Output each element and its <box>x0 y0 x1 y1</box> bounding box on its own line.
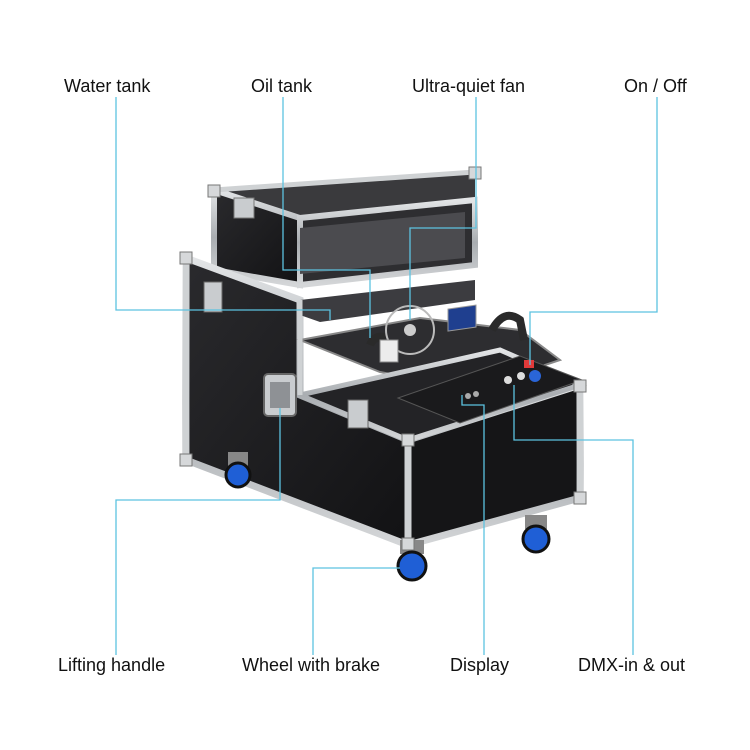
corner-brackets <box>179 166 587 551</box>
callout-fan: Ultra-quiet fan <box>412 76 526 96</box>
leader-display <box>461 395 485 655</box>
leader-lifting-handle <box>115 408 281 655</box>
callout-display: Display <box>450 655 510 675</box>
leader-lines <box>115 97 658 655</box>
callout-lifting-handle: Lifting handle <box>58 655 166 675</box>
handles <box>203 281 528 429</box>
callout-wheel-brake: Wheel with brake <box>242 655 381 675</box>
leader-fan <box>409 97 477 320</box>
callout-on-off: On / Off <box>624 76 687 96</box>
callout-oil-tank: Oil tank <box>251 76 313 96</box>
leader-water-tank <box>115 97 331 320</box>
fan-unit <box>379 305 435 363</box>
leader-oil-tank <box>282 97 371 338</box>
control-panel <box>396 304 584 424</box>
leader-dmx <box>513 385 634 655</box>
callout-dmx: DMX-in & out <box>578 655 686 675</box>
callout-water-tank: Water tank <box>64 76 151 96</box>
leader-wheel <box>312 567 400 655</box>
leader-on-off <box>529 97 658 365</box>
